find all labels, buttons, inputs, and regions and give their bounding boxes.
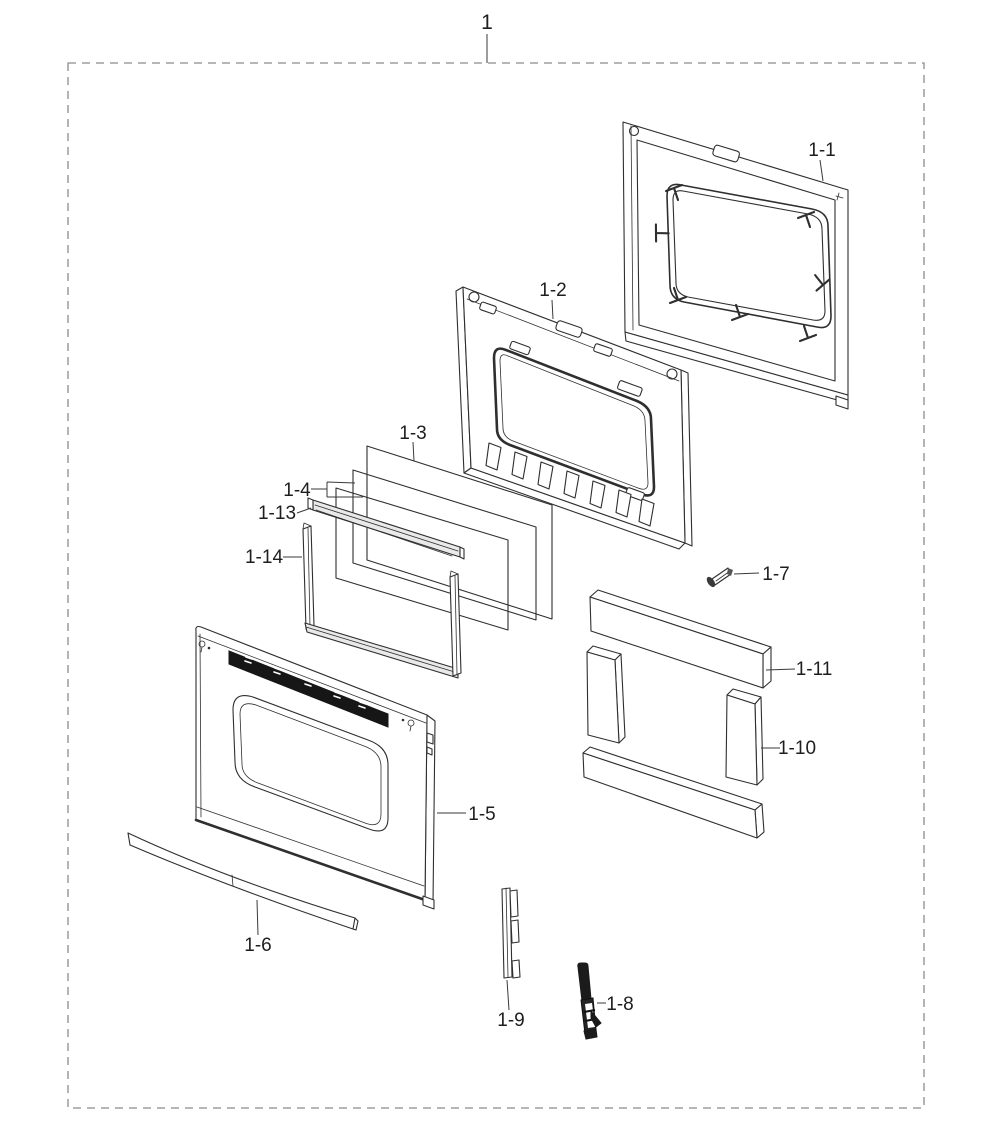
door-control-strip [228, 650, 389, 728]
leader-1-13 [296, 507, 312, 514]
part-screw [706, 567, 733, 588]
door-keyhole-marks [198, 640, 415, 732]
callout-label-1-5: 1-5 [468, 804, 495, 825]
part-inner-door-frame [622, 121, 849, 410]
callout-label-1-14: 1-14 [245, 547, 283, 568]
part-outer-door-panel [194, 625, 436, 910]
callout-label-1-3: 1-3 [399, 423, 426, 444]
leader-1-11 [765, 668, 796, 671]
leader-1-1 [819, 159, 824, 182]
part-upper-glass-rail [307, 497, 465, 560]
part-foam-block-left [586, 645, 626, 744]
part-mid-door-panel [455, 286, 693, 550]
leader-1-2 [551, 299, 554, 320]
callout-label-1-8: 1-8 [606, 994, 633, 1015]
control-strip-buttons [244, 656, 367, 709]
callout-label-1-1: 1-1 [808, 140, 835, 161]
callout-label-1-2: 1-2 [539, 280, 566, 301]
callout-label-1-9: 1-9 [497, 1010, 524, 1031]
leader-1-9 [506, 979, 510, 1011]
callout-label-1-4: 1-4 [283, 480, 311, 501]
panel-top-tab [555, 320, 583, 338]
callout-label-1-13: 1-13 [258, 503, 296, 524]
leader-1-3 [412, 441, 415, 462]
part-door-plunger-switch [577, 962, 602, 1040]
part-inner-glass-pack [335, 469, 537, 631]
part-foam-strip-bottom [582, 746, 765, 839]
callout-label-1-11: 1-11 [796, 659, 833, 680]
leader-1-6 [256, 899, 259, 936]
leader-1-4 [311, 481, 363, 498]
part-door-handle [127, 832, 359, 931]
callouts: 1 1-1 1-2 1-3 1-4 1-13 1-14 1-5 1-6 1-7 … [244, 11, 835, 1031]
callout-label-1-6: 1-6 [244, 935, 271, 956]
part-glass-frame-channel [302, 522, 462, 679]
part-foam-block-right [725, 688, 764, 786]
assembly-boundary [67, 62, 925, 1109]
leader-1-7 [733, 572, 760, 575]
callout-label-1-10: 1-10 [778, 738, 816, 759]
callout-label-1-7: 1-7 [762, 564, 789, 585]
part-foam-strip-top [589, 589, 772, 689]
frame-top-tab [712, 144, 740, 163]
part-side-bracket-strip [501, 887, 521, 979]
door-window [232, 695, 389, 832]
callout-label-1: 1 [481, 11, 493, 34]
